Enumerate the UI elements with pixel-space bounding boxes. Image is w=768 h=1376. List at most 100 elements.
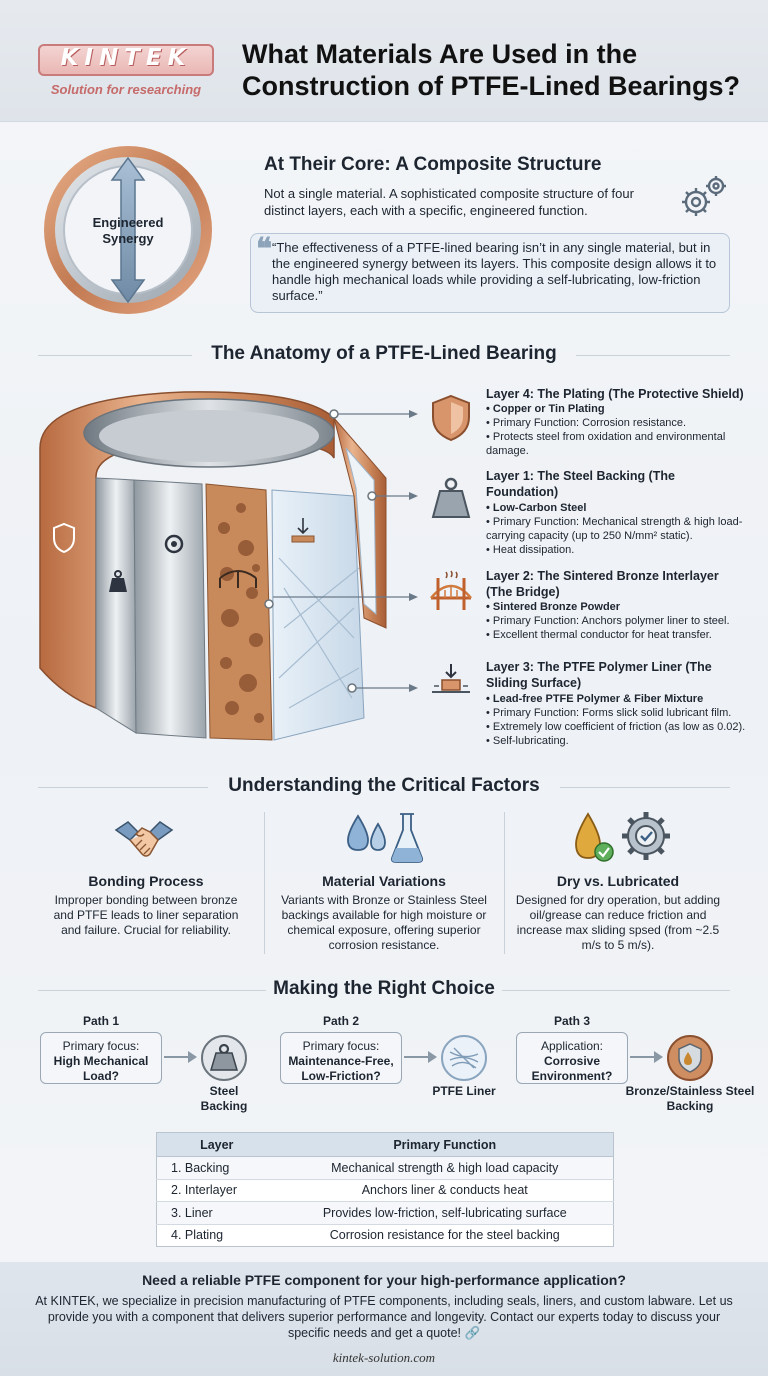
core-description: Not a single material. A sophisticated c… (264, 186, 634, 218)
bridge-icon (430, 570, 472, 610)
brand-tagline: Solution for researching (50, 82, 202, 97)
layer-point: Protects steel from oxidation and enviro… (486, 430, 756, 458)
handshake-icon (114, 821, 174, 857)
page-title: What Materials Are Used in the Construct… (242, 39, 740, 101)
arrow-right-icon (630, 1051, 663, 1063)
table-row: 4. Plating Corrosion resistance for the … (156, 1223, 614, 1247)
arrow-right-icon (404, 1051, 437, 1063)
fiber-liner-icon (441, 1035, 487, 1081)
path-prefix: Application: (540, 1039, 604, 1053)
arrow-right-icon (164, 1051, 197, 1063)
path-result: PTFE Liner (432, 1084, 496, 1098)
path-question-box: Primary focus: Maintenance-Free, Low-Fri… (280, 1032, 402, 1084)
table-row: 3. Liner Provides low-friction, self-lub… (156, 1201, 614, 1224)
layer-title: Layer 1: The Steel Backing (The Foundati… (486, 469, 675, 499)
layer-2-block: Layer 2: The Sintered Bronze Interlayer … (486, 568, 746, 600)
table-cell: Provides low-friction, self-lubricating … (276, 1201, 614, 1224)
gears-icon (682, 176, 726, 216)
divider (576, 355, 730, 356)
path-prefix: Primary focus: (62, 1039, 140, 1053)
layer-point: Primary Function: Corrosion resistance. (486, 416, 756, 430)
layer-title: Layer 4: The Plating (The Protective Shi… (486, 387, 744, 401)
choice-title: Making the Right Choice (273, 978, 495, 999)
factor-desc: Improper bonding between bronze and PTFE… (53, 893, 239, 937)
layer-point: Extremely low coefficient of friction (a… (486, 720, 758, 734)
oil-gear-icon (575, 812, 670, 862)
table-header-row: Layer Primary Function (156, 1132, 614, 1157)
brand-logo: KINTEK (60, 45, 192, 71)
cta-title: Need a reliable PTFE component for your … (142, 1272, 626, 1288)
core-title: At Their Core: A Composite Structure (264, 154, 602, 175)
layer-1-list: Low-Carbon Steel Primary Function: Mecha… (486, 501, 756, 557)
factor-desc: Designed for dry operation, but adding o… (515, 893, 721, 952)
table-header: Primary Function (276, 1132, 614, 1157)
table-cell: 2. Interlayer (156, 1178, 277, 1202)
table-row: 2. Interlayer Anchors liner & conducts h… (156, 1178, 614, 1202)
path-result: Steel Backing (200, 1084, 248, 1113)
cta-body: At KINTEK, we specialize in precision ma… (35, 1294, 733, 1340)
layer-material: Copper or Tin Plating (486, 402, 756, 416)
divider (560, 787, 730, 788)
bronze-shield-icon (667, 1035, 713, 1081)
layer-material: Low-Carbon Steel (486, 501, 756, 515)
shield-icon (432, 394, 470, 442)
column-divider (264, 812, 265, 954)
bearing-cutaway-illustration (39, 391, 418, 741)
summary-table: Layer Primary Function 1. Backing Mechan… (156, 1132, 614, 1247)
layer-title: Layer 2: The Sintered Bronze Interlayer … (486, 569, 719, 599)
divider (38, 787, 208, 788)
quote-box (250, 233, 730, 313)
logo-badge (38, 44, 214, 76)
table-row: 1. Backing Mechanical strength & high lo… (156, 1156, 614, 1179)
droplets-flask-icon (347, 813, 424, 863)
table-cell: 3. Liner (156, 1201, 277, 1224)
layer-3-block: Layer 3: The PTFE Polymer Liner (The Sli… (486, 659, 716, 691)
layer-title: Layer 3: The PTFE Polymer Liner (The Sli… (486, 660, 712, 690)
path-question: High Mechanical Load? (53, 1054, 149, 1083)
layer-3-list: Lead-free PTFE Polymer & Fiber Mixture P… (486, 692, 758, 748)
path-question: Maintenance-Free, Low-Friction? (288, 1054, 394, 1083)
path-result: Bronze/Stainless Steel Backing (625, 1084, 755, 1113)
path-label: Path 3 (553, 1014, 590, 1028)
layer-1-block: Layer 1: The Steel Backing (The Foundati… (486, 468, 676, 500)
quote-mark-icon: ❝ (256, 232, 273, 267)
core-quote: “The effectiveness of a PTFE-lined beari… (272, 240, 717, 303)
layer-4-block: Layer 4: The Plating (The Protective Shi… (486, 386, 756, 458)
table-cell: Mechanical strength & high load capacity (276, 1156, 614, 1179)
divider (38, 990, 266, 991)
path-label: Path 1 (82, 1014, 119, 1028)
layer-material: Lead-free PTFE Polymer & Fiber Mixture (486, 692, 758, 706)
path-question-box: Primary focus: High Mechanical Load? (40, 1032, 162, 1084)
factor-desc: Variants with Bronze or Stainless Steel … (281, 893, 487, 952)
factor-title: Dry vs. Lubricated (556, 873, 680, 889)
layer-point: Heat dissipation. (486, 543, 756, 557)
layer-point: Self-lubricating. (486, 734, 758, 748)
divider (38, 355, 192, 356)
table-cell: Anchors liner & conducts heat (276, 1178, 614, 1202)
anatomy-title: The Anatomy of a PTFE-Lined Bearing (211, 343, 557, 364)
footer-band (0, 1262, 768, 1376)
factors-title: Understanding the Critical Factors (228, 775, 540, 796)
layer-point: Primary Function: Mechanical strength & … (486, 515, 756, 543)
layer-2-list: Sintered Bronze Powder Primary Function:… (486, 600, 756, 642)
table-cell: 4. Plating (156, 1223, 277, 1247)
layer-material: Sintered Bronze Powder (486, 600, 756, 614)
layer-point: Excellent thermal conductor for heat tra… (486, 628, 756, 642)
factor-title: Bonding Process (88, 873, 204, 889)
weight-icon (431, 477, 471, 518)
path-question: Corrosive Environment? (531, 1054, 613, 1083)
layer-point: Primary Function: Forms slick solid lubr… (486, 706, 758, 720)
table-header: Layer (156, 1132, 277, 1157)
path-label: Path 2 (322, 1014, 359, 1028)
factor-title: Material Variations (322, 873, 446, 889)
table-cell: Corrosion resistance for the steel backi… (276, 1223, 614, 1247)
website-link[interactable]: kintek-solution.com (332, 1350, 436, 1365)
divider (502, 990, 730, 991)
weight-icon (201, 1035, 247, 1081)
sliding-block-icon (432, 664, 470, 693)
column-divider (504, 812, 505, 954)
table-cell: 1. Backing (156, 1156, 277, 1179)
path-question-box: Application: Corrosive Environment? (516, 1032, 628, 1084)
